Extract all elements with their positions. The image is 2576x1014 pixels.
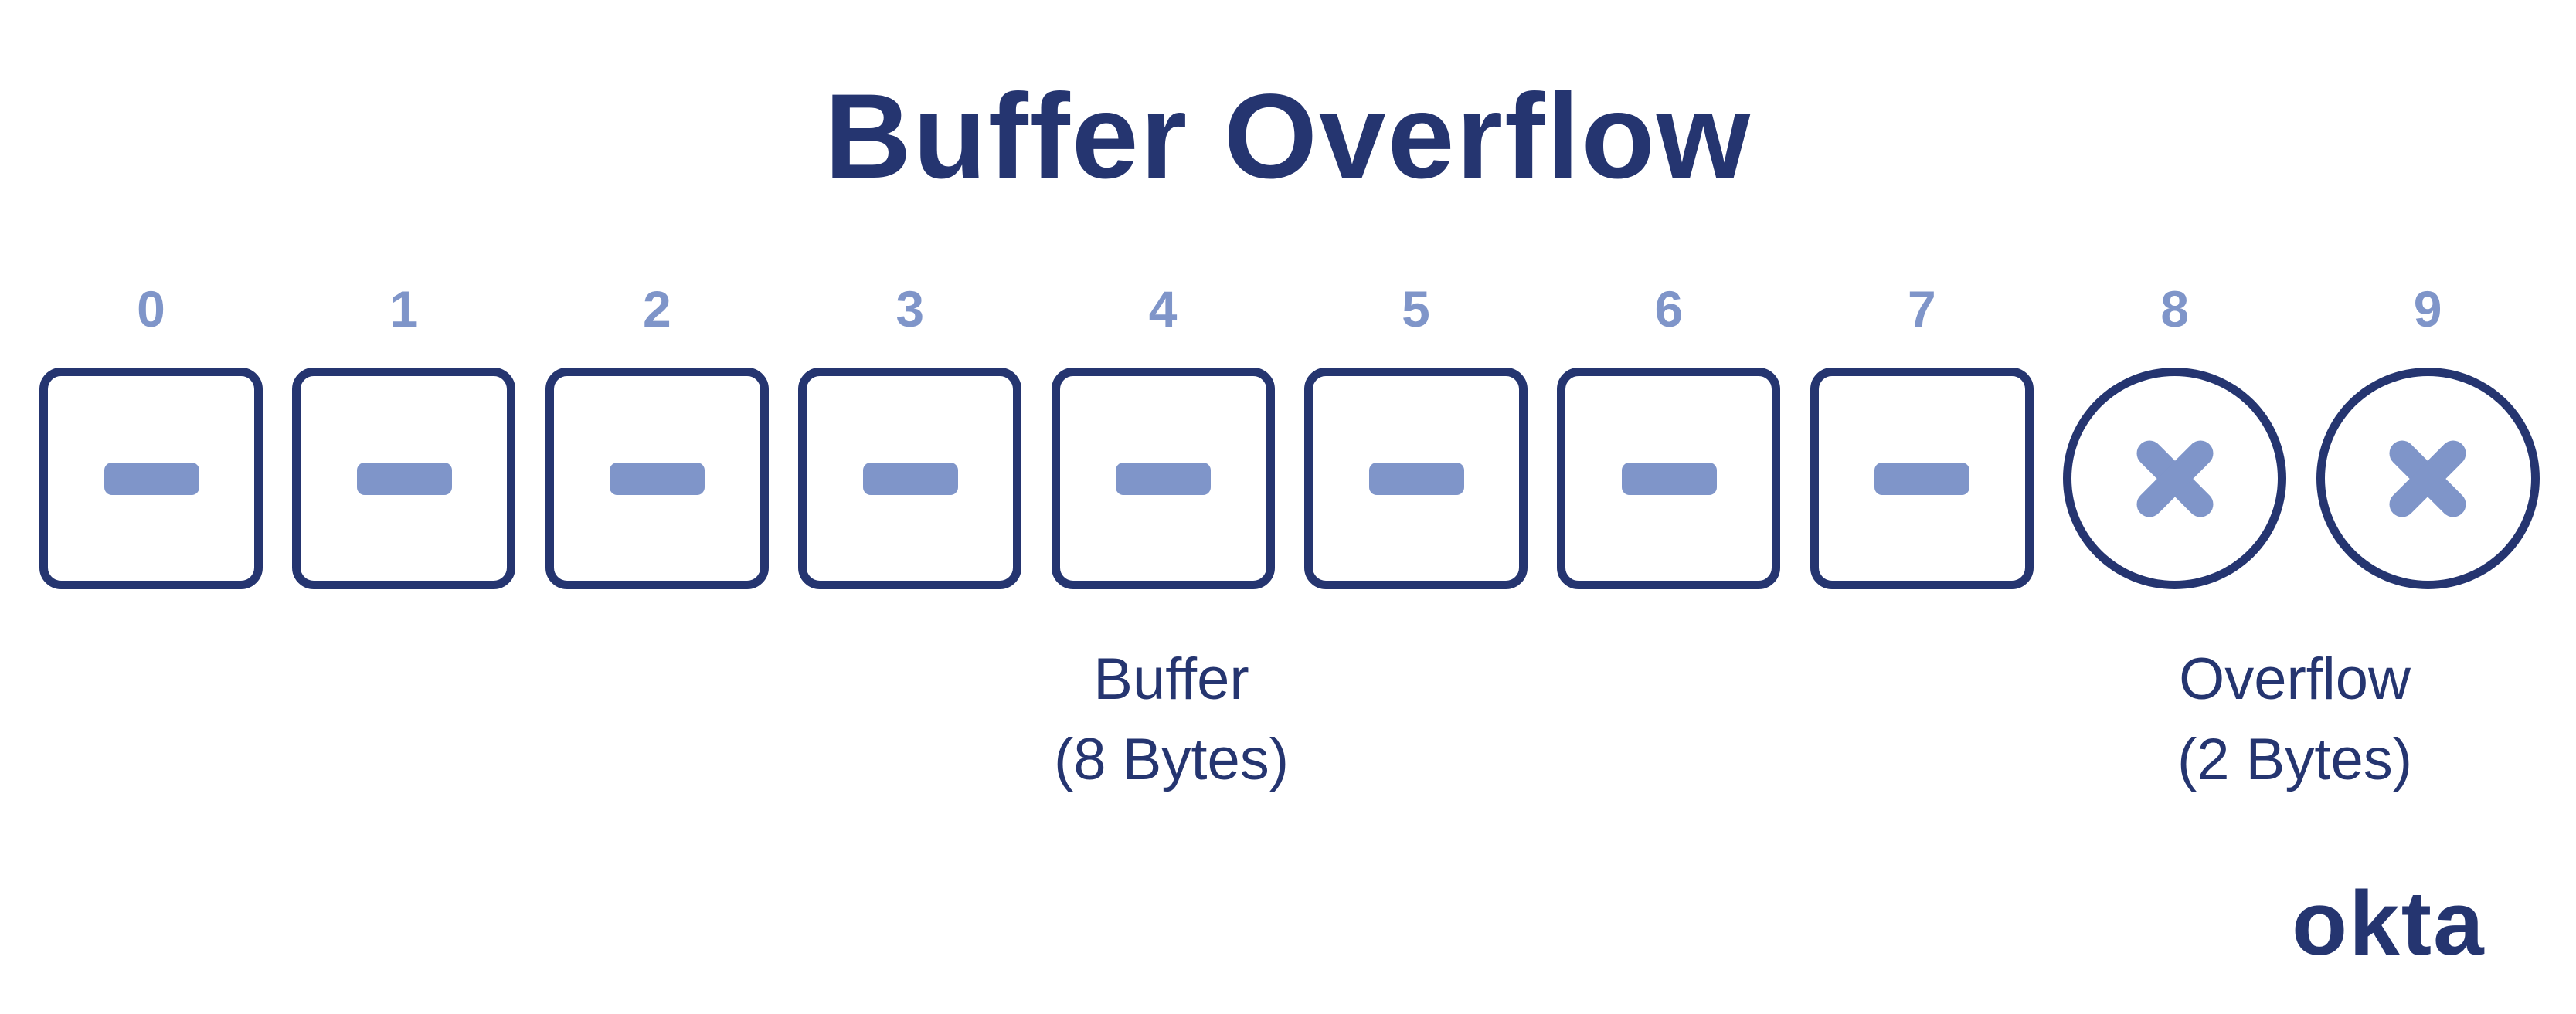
cell-index-label: 1 [389, 280, 419, 337]
buffer-cell [545, 368, 769, 589]
diagram-title: Buffer Overflow [824, 70, 1752, 204]
overflow-label-name: Overflow [2179, 646, 2411, 712]
cell-index-label: 3 [895, 280, 925, 337]
dash-icon [610, 462, 705, 495]
cell-index-label: 8 [2160, 280, 2190, 337]
buffer-label-size: (8 Bytes) [1053, 727, 1290, 792]
buffer-cell [1557, 368, 1781, 589]
buffer-cell [1304, 368, 1528, 589]
overflow-cell [2063, 368, 2287, 589]
dash-icon [1621, 462, 1717, 495]
dash-icon [1368, 462, 1464, 495]
buffer-label: Buffer (8 Bytes) [901, 639, 1442, 800]
dash-icon [1116, 462, 1212, 495]
dash-icon [356, 462, 452, 495]
x-icon [2389, 440, 2466, 517]
overflow-label: Overflow (2 Bytes) [2024, 639, 2565, 800]
dash-icon [1874, 462, 1970, 495]
overflow-cell [2316, 368, 2540, 589]
overflow-label-size: (2 Bytes) [2177, 727, 2413, 792]
cell-index-label: 9 [2413, 280, 2442, 337]
dash-icon [862, 462, 958, 495]
buffer-label-name: Buffer [1093, 646, 1249, 712]
cell-index-label: 0 [137, 280, 165, 337]
buffer-cell [39, 368, 263, 589]
buffer-cell [798, 368, 1022, 589]
cell-index-label: 6 [1654, 280, 1684, 337]
cell-index-label: 4 [1148, 280, 1178, 337]
buffer-cell [1810, 368, 2034, 589]
buffer-cell [292, 368, 516, 589]
buffer-cell [1051, 368, 1275, 589]
cell-index-label: 2 [642, 280, 671, 337]
cell-index-label: 7 [1907, 280, 1936, 337]
okta-logo: okta [2292, 873, 2486, 975]
dash-icon [104, 462, 199, 495]
x-icon [2136, 440, 2214, 517]
cell-index-label: 5 [1402, 280, 1430, 337]
